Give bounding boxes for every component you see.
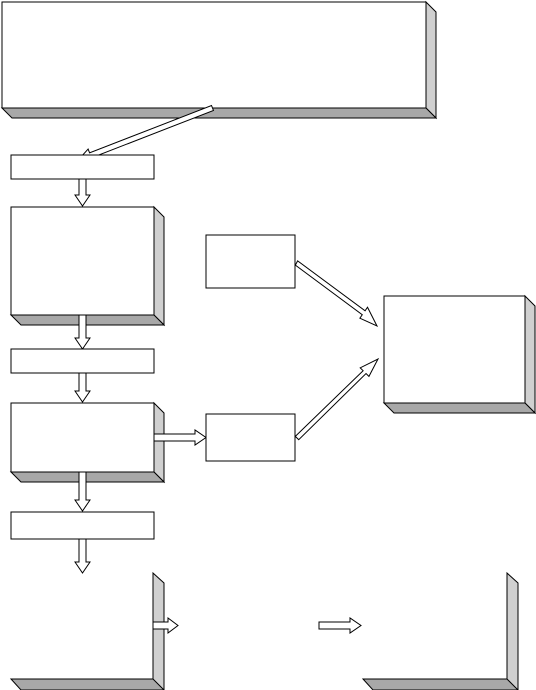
diagonal-arrow-lower-to-right-box (294, 357, 380, 441)
down-arrow-2 (74, 314, 91, 350)
step-1-box (10, 154, 155, 180)
side-box-upper (205, 234, 296, 289)
down-arrow-5 (74, 538, 91, 574)
step-3-box (10, 348, 155, 374)
diagonal-arrow-upper-to-right-box (294, 260, 379, 328)
down-arrow-4 (74, 471, 91, 512)
down-arrow-3 (74, 372, 91, 403)
step-2-box (9, 205, 166, 327)
right-arrow-step-4 (153, 429, 207, 446)
bottom-right-open-box (361, 571, 519, 690)
right-summary-box (382, 294, 536, 415)
bottom-left-open-box (9, 571, 165, 690)
side-box-lower (205, 413, 296, 462)
right-arrow-bottom-left (152, 617, 179, 634)
down-arrow-1 (74, 178, 91, 207)
right-arrow-bottom-middle (318, 617, 362, 634)
step-4-box (9, 401, 166, 484)
step-5-box (10, 511, 155, 540)
top-header-box (0, 0, 438, 120)
